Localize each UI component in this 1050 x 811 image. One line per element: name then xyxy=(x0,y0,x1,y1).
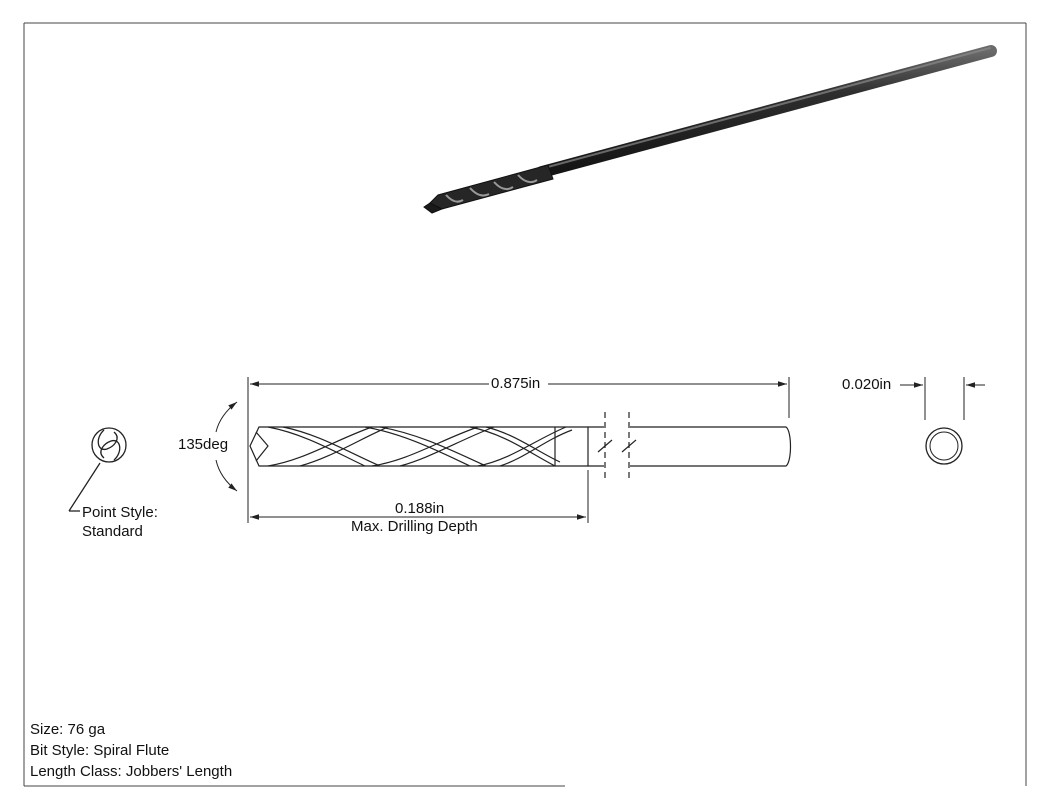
point-end-view xyxy=(68,427,127,512)
point-angle-label: 135deg xyxy=(178,436,229,453)
isometric-drill-bit-view xyxy=(423,45,997,214)
spec-size: Size: 76 ga xyxy=(30,721,106,738)
spec-length-class: Length Class: Jobbers' Length xyxy=(30,763,233,780)
spec-bit-style: Bit Style: Spiral Flute xyxy=(30,742,170,759)
spec-block: Size: 76 ga Bit Style: Spiral Flute Leng… xyxy=(30,719,232,782)
overall-length-label: 0.875in xyxy=(491,375,541,392)
dimension-lines xyxy=(215,377,985,523)
drilling-depth-label: 0.188in xyxy=(395,500,445,517)
cross-section-view xyxy=(925,427,963,465)
point-style-value: Standard xyxy=(82,523,143,540)
point-style-label: Point Style: xyxy=(82,504,158,521)
diameter-label: 0.020in xyxy=(842,376,892,393)
drawing-frame xyxy=(23,22,1027,787)
side-view-drill-bit xyxy=(249,412,792,478)
drilling-depth-caption: Max. Drilling Depth xyxy=(351,518,478,535)
